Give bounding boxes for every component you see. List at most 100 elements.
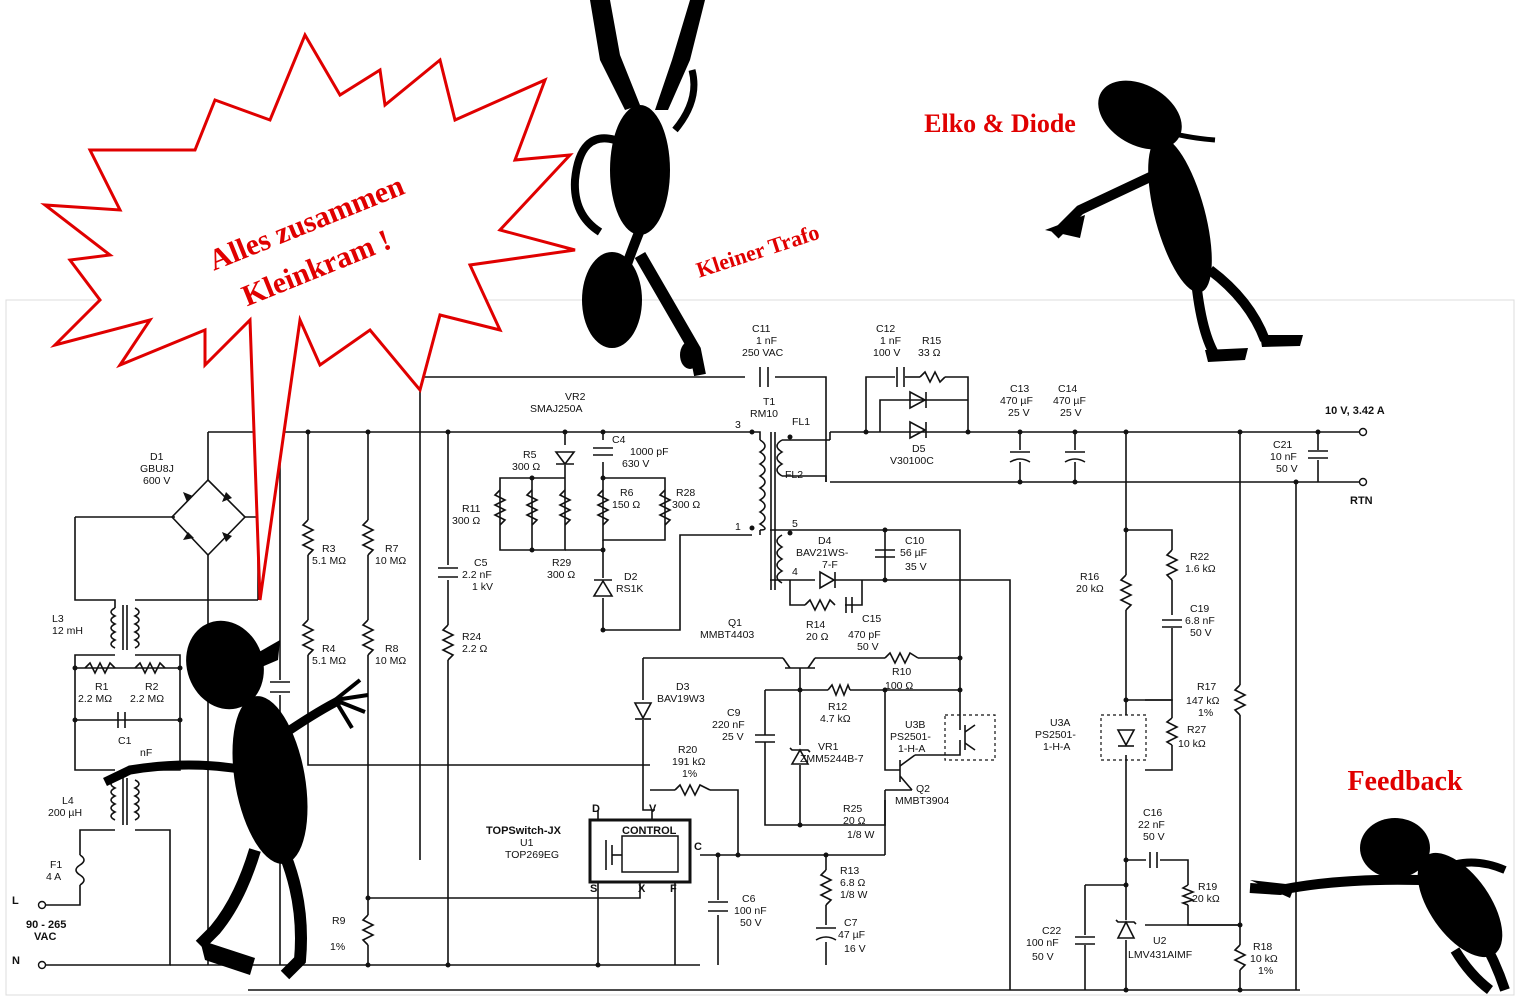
label-c19-v: 6.8 nF — [1185, 615, 1215, 627]
label-vr1: VR1 — [818, 741, 839, 753]
label-c11-v2: 250 VAC — [742, 347, 784, 359]
label-r11-v: 300 Ω — [452, 515, 480, 527]
label-r15: R15 — [922, 335, 941, 347]
label-r18: R18 — [1253, 941, 1272, 953]
label-r3: R3 — [322, 543, 336, 555]
label-c22-v: 100 nF — [1026, 937, 1059, 949]
label-c14: C14 — [1058, 383, 1077, 395]
label-c13-v2: 25 V — [1008, 407, 1030, 419]
stick-figure-hanging-icon — [570, 0, 706, 377]
label-pin-c: C — [694, 841, 702, 853]
label-c12-v2: 100 V — [873, 347, 900, 359]
label-c10-v2: 35 V — [905, 561, 927, 573]
label-input-vac: VAC — [34, 931, 56, 943]
label-pin-v: V — [649, 803, 657, 815]
label-r25: R25 — [843, 803, 862, 815]
optocouplers — [944, 714, 1147, 761]
label-c21-v2: 50 V — [1276, 463, 1298, 475]
label-c10-v: 56 µF — [900, 547, 927, 559]
label-r20: R20 — [678, 744, 697, 756]
label-r29-v: 300 Ω — [547, 569, 575, 581]
label-u3b-part: PS2501- — [890, 731, 931, 743]
label-u2-part: LMV431AIMF — [1128, 949, 1192, 961]
label-vr1-part: ZMM5244B-7 — [800, 753, 864, 765]
label-c16-v: 22 nF — [1138, 819, 1165, 831]
label-r5: R5 — [523, 449, 537, 461]
label-c15: C15 — [862, 613, 881, 625]
label-c5: C5 — [474, 557, 488, 569]
label-l4: L4 — [62, 795, 74, 807]
label-r18-v2: 1% — [1258, 965, 1273, 977]
label-r1-v: 2.2 MΩ — [78, 693, 112, 705]
label-r7-v: 10 MΩ — [375, 555, 406, 567]
label-q2: Q2 — [916, 783, 930, 795]
label-r13-v2: 1/8 W — [840, 889, 868, 901]
label-vr2-part: SMAJ250A — [530, 403, 583, 415]
label-u3a-part: PS2501- — [1035, 729, 1076, 741]
label-d3-part: BAV19W3 — [657, 693, 705, 705]
callout-feedback: Feedback — [1347, 766, 1463, 797]
label-r9: R9 — [332, 915, 346, 927]
label-c21-v: 10 nF — [1270, 451, 1297, 463]
label-f1: F1 — [50, 859, 62, 871]
label-r3-v: 5.1 MΩ — [312, 555, 346, 567]
label-c10: C10 — [905, 535, 924, 547]
bridge-rectifier-d1 — [170, 478, 247, 557]
label-pin4: 4 — [792, 566, 798, 578]
label-r18-v: 10 kΩ — [1250, 953, 1278, 965]
stick-figure-pointing-icon — [1045, 80, 1303, 362]
label-d4-part2: 7-F — [822, 559, 838, 571]
label-pin3: 3 — [735, 419, 741, 431]
label-c13: C13 — [1010, 383, 1029, 395]
diode-symbols — [554, 390, 1137, 939]
label-u3a: U3A — [1050, 717, 1070, 729]
capacitor-symbols — [117, 367, 1328, 945]
label-c4: C4 — [612, 434, 626, 446]
label-d3: D3 — [676, 681, 690, 693]
label-r27: R27 — [1187, 724, 1206, 736]
label-t1: T1 — [763, 396, 775, 408]
label-pin5: 5 — [792, 518, 798, 530]
transformer-t1 — [749, 429, 830, 590]
label-r25-v2: 1/8 W — [847, 829, 875, 841]
inductor-symbols — [75, 605, 140, 886]
label-r2-v: 2.2 MΩ — [130, 693, 164, 705]
label-c22: C22 — [1042, 925, 1061, 937]
label-c16: C16 — [1143, 807, 1162, 819]
label-u3a-part2: 1-H-A — [1043, 741, 1070, 753]
stick-figure-dancing-icon — [103, 620, 369, 980]
label-c13-v: 470 µF — [1000, 395, 1033, 407]
label-r8-v: 10 MΩ — [375, 655, 406, 667]
label-u3b-part2: 1-H-A — [898, 743, 925, 755]
label-term-n: N — [12, 955, 20, 967]
label-t1-part: RM10 — [750, 408, 778, 420]
label-u2: U2 — [1153, 935, 1167, 947]
label-c14-v2: 25 V — [1060, 407, 1082, 419]
label-c15-v2: 50 V — [857, 641, 879, 653]
label-r13: R13 — [840, 865, 859, 877]
label-c4-v: 1000 pF — [630, 446, 669, 458]
label-c19: C19 — [1190, 603, 1209, 615]
topswitch-ic-u1 — [588, 818, 692, 884]
label-l3: L3 — [52, 613, 64, 625]
label-d1-part: GBU8J — [140, 463, 174, 475]
label-ic-block: CONTROL — [622, 825, 677, 837]
label-c14-v: 470 µF — [1053, 395, 1086, 407]
label-q1-part: MMBT4403 — [700, 629, 754, 641]
label-u3b: U3B — [905, 719, 925, 731]
label-c7: C7 — [844, 917, 858, 929]
label-c6-v2: 50 V — [740, 917, 762, 929]
label-c1: C1 — [118, 735, 132, 747]
label-r28-v: 300 Ω — [672, 499, 700, 511]
label-r29: R29 — [552, 557, 571, 569]
label-r20-v2: 1% — [682, 768, 697, 780]
label-r16-v: 20 kΩ — [1076, 583, 1104, 595]
label-pin-x: X — [638, 883, 646, 895]
label-c6: C6 — [742, 893, 756, 905]
label-c16-v2: 50 V — [1143, 831, 1165, 843]
label-r19-v: 20 kΩ — [1192, 893, 1220, 905]
label-l3-v: 12 mH — [52, 625, 83, 637]
label-c22-v2: 50 V — [1032, 951, 1054, 963]
label-c5-v2: 1 kV — [472, 581, 493, 593]
